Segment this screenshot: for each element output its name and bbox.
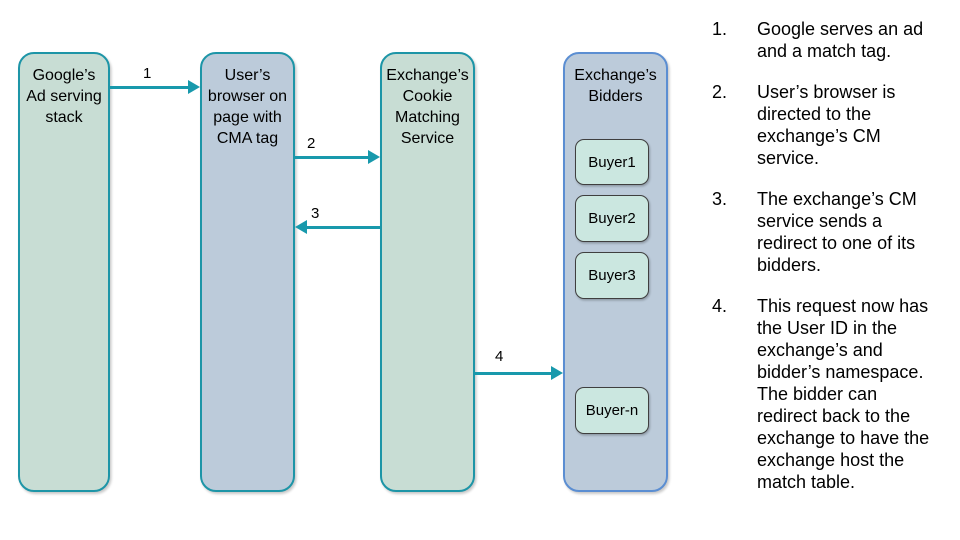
- arrow-1-shaft: [110, 85, 189, 89]
- arrow-1-google-to-browser: [110, 80, 200, 94]
- step-item-1: 1. Google serves an ad and a match tag.: [712, 18, 947, 62]
- node-google-ad-serving-stack: Google’s Ad serving stack: [18, 52, 110, 492]
- arrow-2-shaft: [295, 155, 369, 159]
- node-exchange-bidders-label: Exchange’s Bidders: [574, 67, 657, 105]
- step-item-2: 2. User’s browser is directed to the exc…: [712, 81, 947, 169]
- arrow-2-label: 2: [307, 135, 316, 152]
- steps-list: 1. Google serves an ad and a match tag. …: [712, 18, 947, 512]
- step-1-text: Google serves an ad and a match tag.: [757, 19, 924, 61]
- node-exchange-bidders: Exchange’s Bidders Buyer1 Buyer2 Buyer3 …: [563, 52, 668, 492]
- node-user-browser: User’s browser on page with CMA tag: [200, 52, 295, 492]
- step-3-number: 3.: [712, 189, 728, 209]
- buyer-3-box: Buyer3: [575, 252, 649, 299]
- step-item-4: 4. This request now has the User ID in t…: [712, 295, 947, 493]
- step-3-text: The exchange’s CM service sends a redire…: [757, 189, 917, 275]
- step-1-number: 1.: [712, 19, 728, 39]
- buyer-2-box: Buyer2: [575, 195, 649, 242]
- arrow-4-cm-to-bidders: [475, 366, 563, 380]
- arrow-3-shaft: [306, 225, 380, 229]
- buyer-1-box: Buyer1: [575, 139, 649, 185]
- arrow-1-label: 1: [143, 65, 152, 82]
- step-2-number: 2.: [712, 82, 728, 102]
- arrow-4-label: 4: [495, 348, 504, 365]
- node-google-ad-serving-stack-label: Google’s Ad serving stack: [26, 67, 102, 126]
- arrow-4-shaft: [475, 371, 552, 375]
- step-item-3: 3. The exchange’s CM service sends a red…: [712, 188, 947, 276]
- arrow-2-head-icon: [368, 150, 380, 164]
- node-cookie-matching-service: Exchange’s Cookie Matching Service: [380, 52, 475, 492]
- arrow-4-head-icon: [551, 366, 563, 380]
- arrow-2-browser-to-cm: [295, 150, 380, 164]
- step-4-number: 4.: [712, 296, 728, 316]
- arrow-1-head-icon: [188, 80, 200, 94]
- step-4-text: This request now has the User ID in the …: [757, 296, 930, 492]
- arrow-3-cm-to-browser: [295, 220, 380, 234]
- arrow-3-label: 3: [311, 205, 320, 222]
- node-user-browser-label: User’s browser on page with CMA tag: [207, 67, 288, 147]
- arrow-3-head-icon: [295, 220, 307, 234]
- node-cookie-matching-service-label: Exchange’s Cookie Matching Service: [386, 67, 469, 147]
- step-2-text: User’s browser is directed to the exchan…: [757, 82, 896, 168]
- buyer-n-box: Buyer-n: [575, 387, 649, 434]
